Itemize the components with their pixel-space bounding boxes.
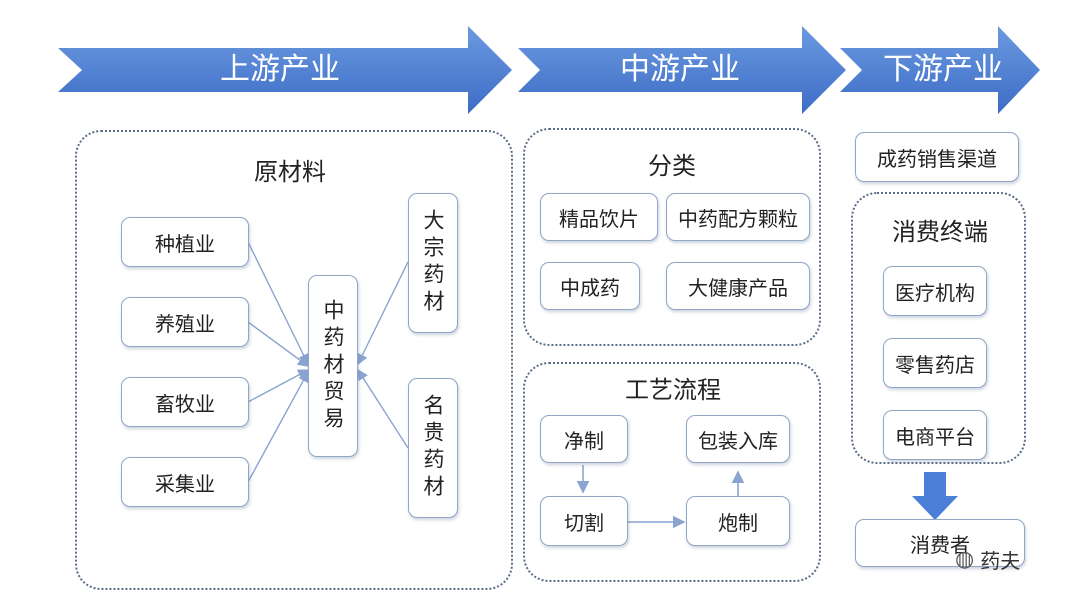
midstream-stage-arrow: [518, 26, 846, 114]
output-connectors: [357, 261, 409, 449]
process-title: 工艺流程: [625, 376, 721, 404]
source-planting: 种植业: [121, 217, 249, 267]
process-cutting: 切割: [540, 496, 628, 546]
process-processing: 炮制: [686, 496, 790, 546]
process-packaging: 包装入库: [686, 415, 790, 463]
process-group: [523, 362, 821, 582]
downstream-stage-label: 下游产业: [883, 52, 1003, 87]
wechat-icon: ◍: [955, 547, 975, 572]
downstream-stage-arrow: [840, 26, 1040, 114]
source-connectors: [247, 241, 310, 483]
midstream-stage-label: 中游产业: [620, 52, 740, 87]
category-title: 分类: [648, 152, 696, 180]
upstream-stage-arrow: [58, 26, 512, 114]
process-connectors: [576, 465, 745, 529]
raw-materials-title: 原材料: [254, 158, 326, 186]
category-premium-slices: 精品饮片: [540, 193, 658, 241]
output-bulk-herbs: 大宗药材: [408, 193, 458, 333]
category-health-products: 大健康产品: [666, 262, 810, 310]
herb-trade-center: 中药材贸易: [308, 275, 358, 457]
terminal-medical-institutions: 医疗机构: [883, 266, 987, 316]
terminal-to-consumer-arrow: [912, 472, 958, 520]
source-breeding: 养殖业: [121, 297, 249, 347]
source-gathering: 采集业: [121, 457, 249, 507]
output-precious-herbs: 名贵药材: [408, 378, 458, 518]
category-patent-medicine: 中成药: [540, 262, 640, 310]
watermark: ◍ 药夫: [955, 545, 1020, 574]
source-husbandry: 畜牧业: [121, 377, 249, 427]
category-group: [523, 128, 821, 346]
watermark-text: 药夫: [980, 549, 1021, 573]
terminal-retail-pharmacy: 零售药店: [883, 338, 987, 388]
category-formula-granules: 中药配方颗粒: [666, 193, 810, 241]
terminal-group: [851, 192, 1026, 464]
terminal-ecommerce: 电商平台: [883, 410, 987, 460]
sales-channel: 成药销售渠道: [855, 132, 1019, 182]
upstream-stage-label: 上游产业: [220, 52, 340, 87]
process-cleaning: 净制: [540, 415, 628, 463]
terminal-title: 消费终端: [892, 218, 988, 246]
upstream-group: [75, 130, 513, 590]
consumer-box: 消费者: [855, 519, 1025, 567]
